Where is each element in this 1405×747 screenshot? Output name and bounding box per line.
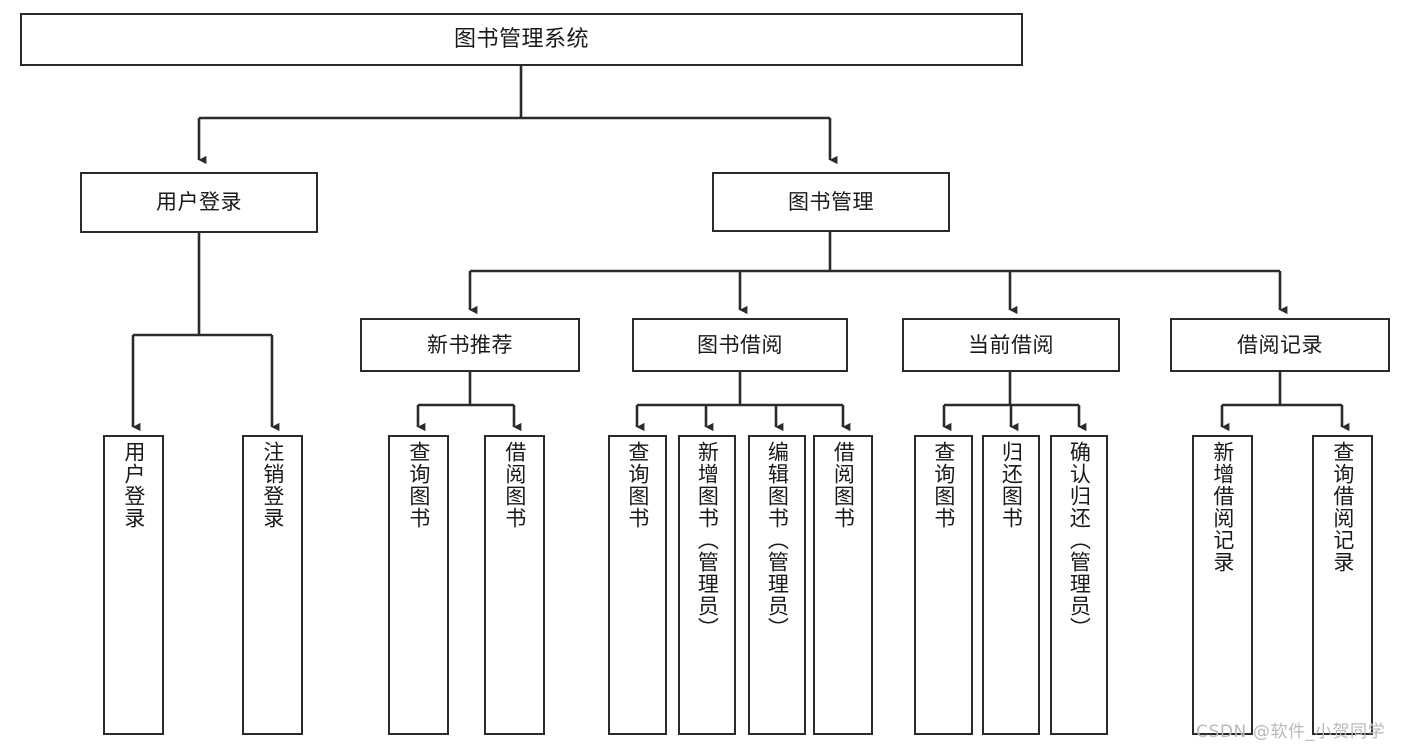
node-label: 当前借阅	[968, 332, 1054, 357]
node-label: 归还图书	[999, 441, 1024, 529]
node-label: 查询图书	[931, 441, 956, 529]
node-label: 确认归还（管理员）	[1067, 441, 1092, 639]
leaf-book-borrow-edit[interactable]: 编辑图书（管理员）	[748, 435, 806, 735]
node-new-book-recommend[interactable]: 新书推荐	[360, 318, 580, 372]
node-current-borrow[interactable]: 当前借阅	[902, 318, 1120, 372]
node-label: 新增图书（管理员）	[695, 441, 720, 639]
node-label: 新书推荐	[427, 332, 513, 357]
leaf-user-login-signout[interactable]: 注销登录	[242, 435, 303, 735]
node-label: 借阅记录	[1237, 332, 1323, 357]
node-label: 借阅图书	[831, 441, 856, 529]
leaf-current-borrow-query[interactable]: 查询图书	[914, 435, 973, 735]
leaf-new-book-borrow[interactable]: 借阅图书	[484, 435, 545, 735]
node-user-login[interactable]: 用户登录	[80, 172, 318, 233]
node-label: 查询借阅记录	[1330, 441, 1355, 573]
node-label: 用户登录	[121, 441, 146, 529]
node-label: 图书管理	[788, 189, 874, 214]
node-label: 新增借阅记录	[1210, 441, 1235, 573]
node-label: 用户登录	[156, 190, 242, 215]
leaf-book-borrow-add[interactable]: 新增图书（管理员）	[678, 435, 736, 735]
leaf-book-borrow-lend[interactable]: 借阅图书	[813, 435, 873, 735]
leaf-current-borrow-return[interactable]: 归还图书	[982, 435, 1040, 735]
node-label: 图书管理系统	[453, 26, 589, 52]
node-label: 查询图书	[406, 441, 431, 529]
leaf-borrow-record-add[interactable]: 新增借阅记录	[1192, 435, 1253, 735]
node-label: 图书借阅	[697, 332, 783, 357]
leaf-user-login-signin[interactable]: 用户登录	[103, 435, 164, 735]
leaf-current-borrow-confirm-return[interactable]: 确认归还（管理员）	[1050, 435, 1108, 735]
node-label: 编辑图书（管理员）	[765, 441, 790, 639]
node-book-borrow[interactable]: 图书借阅	[632, 318, 848, 372]
csdn-watermark: CSDN @软件_小贺同学	[1196, 722, 1386, 742]
node-label: 查询图书	[625, 441, 650, 529]
leaf-borrow-record-query[interactable]: 查询借阅记录	[1312, 435, 1373, 735]
leaf-new-book-query[interactable]: 查询图书	[388, 435, 449, 735]
node-label: 注销登录	[260, 441, 285, 529]
leaf-book-borrow-query[interactable]: 查询图书	[608, 435, 667, 735]
node-label: 借阅图书	[502, 441, 527, 529]
node-book-management[interactable]: 图书管理	[712, 172, 950, 232]
node-root-system[interactable]: 图书管理系统	[20, 13, 1023, 66]
node-borrow-record[interactable]: 借阅记录	[1170, 318, 1390, 372]
